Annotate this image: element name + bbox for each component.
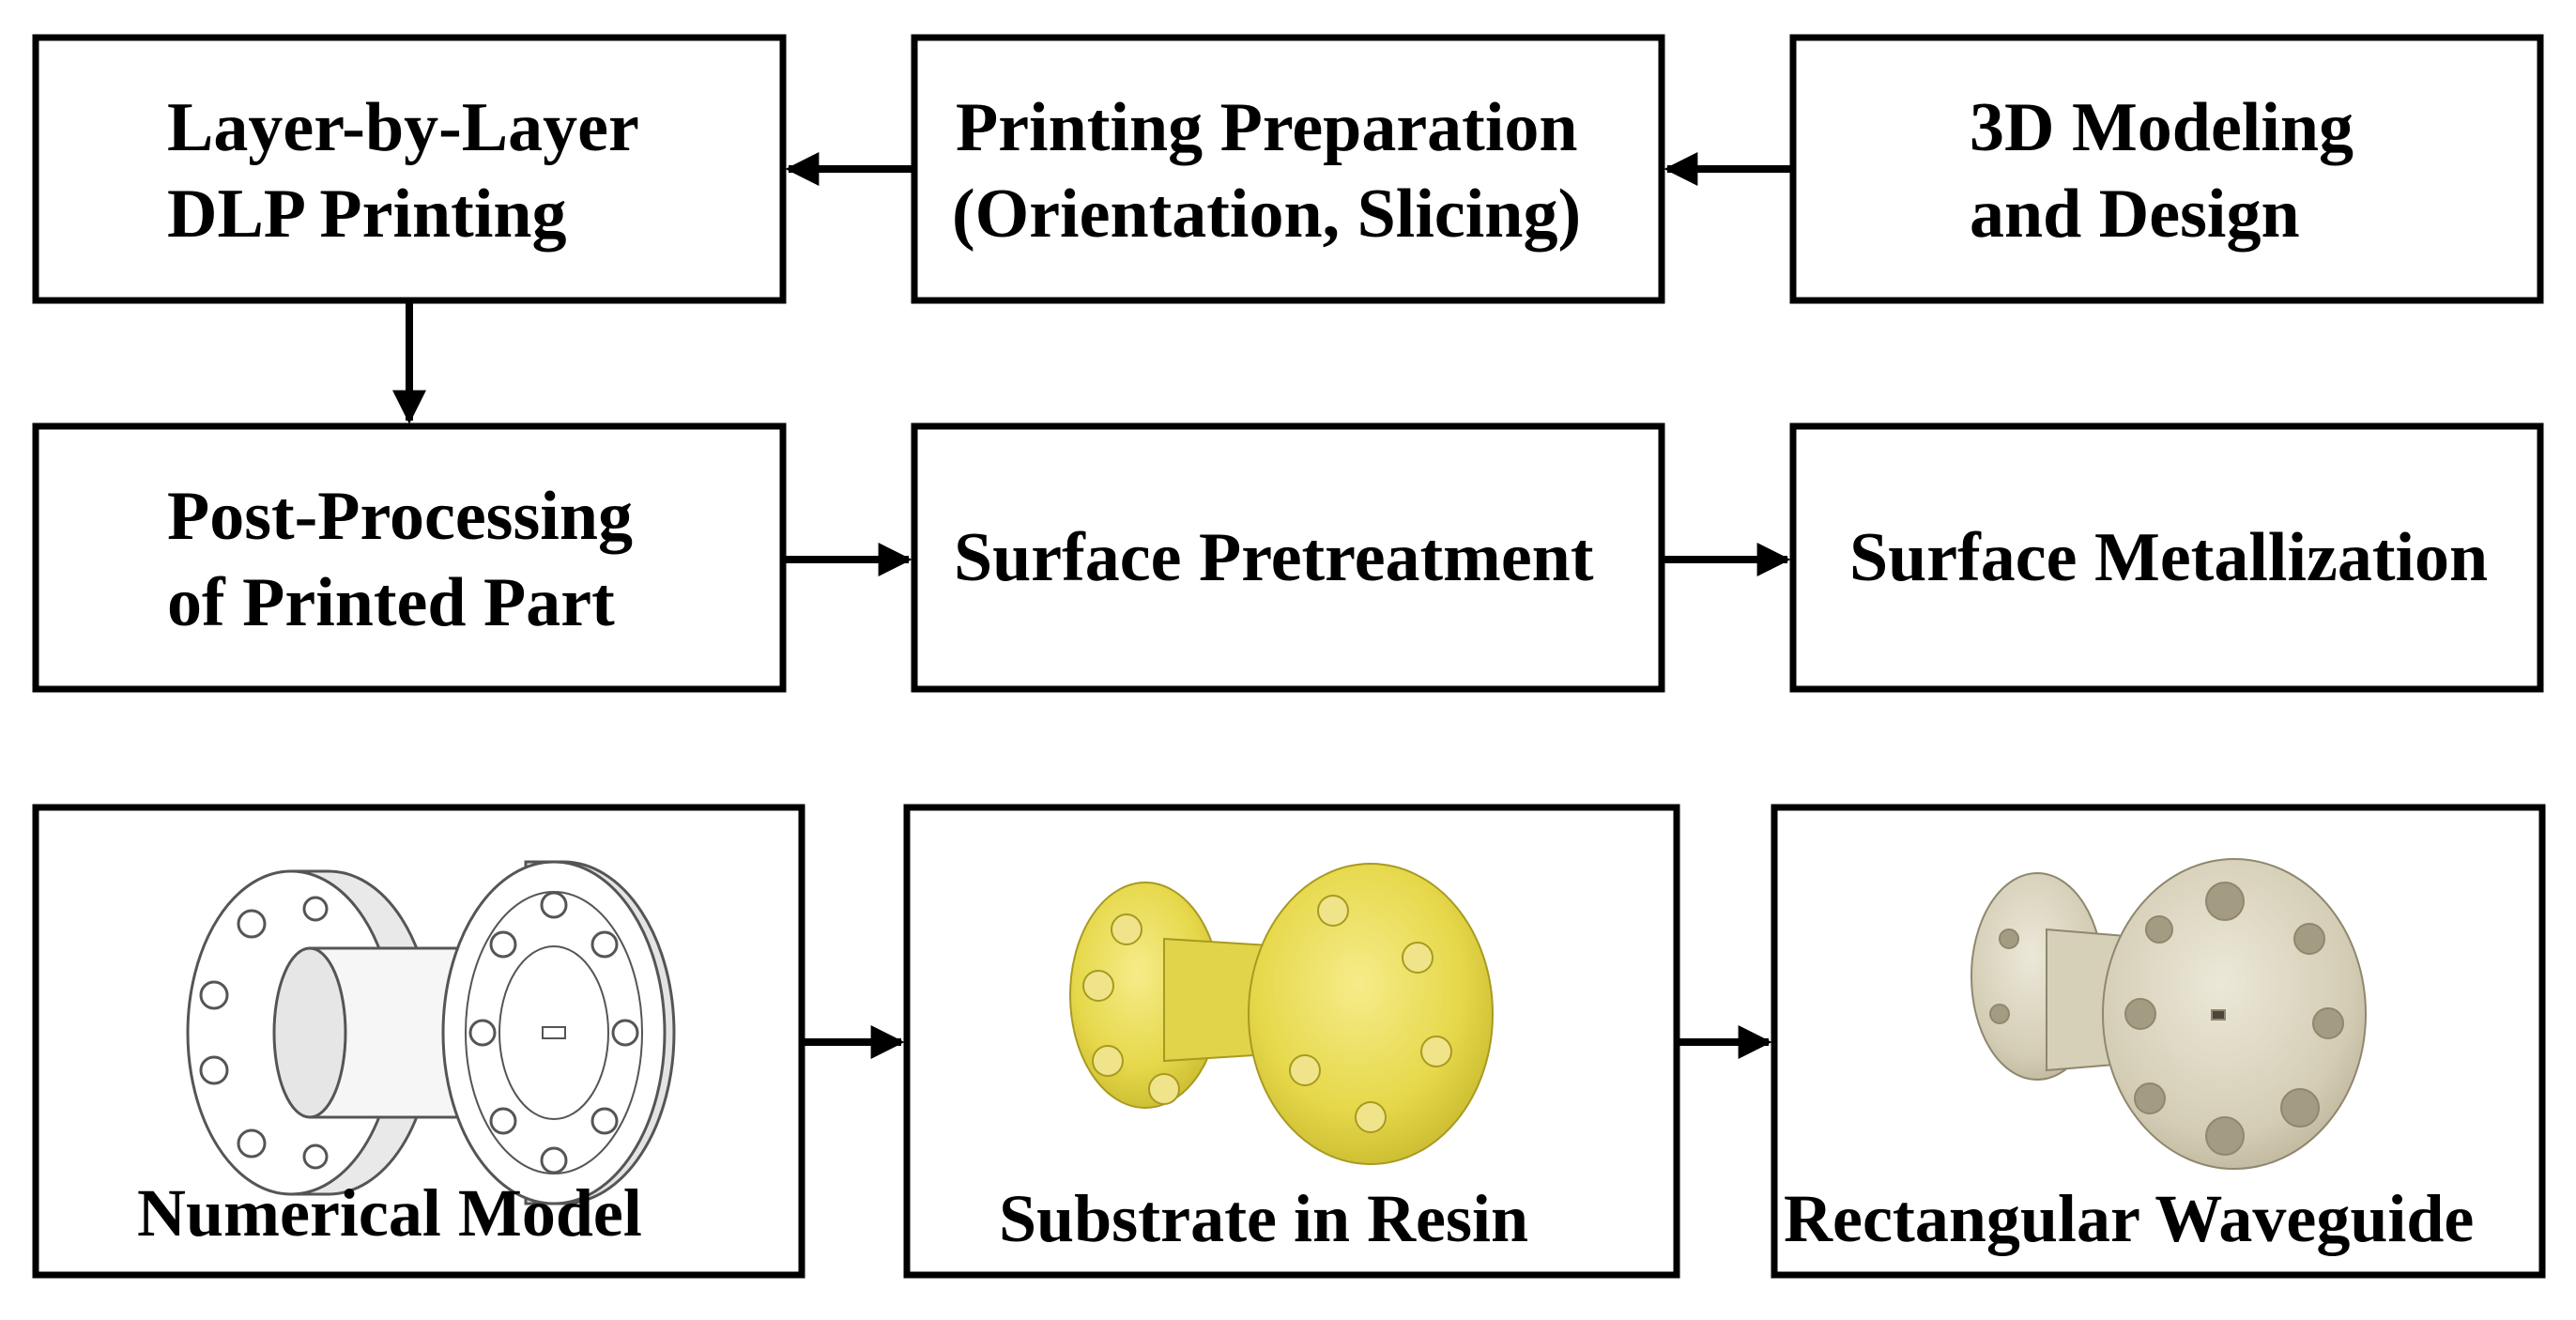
step-printing: Layer-by-Layer DLP Printing [32, 34, 787, 304]
step-preparation-line1: Printing Preparation [956, 89, 1578, 166]
step-post-processing-line1: Post-Processing [167, 478, 633, 555]
step-printing-line2: DLP Printing [167, 176, 567, 253]
step-metallization: Surface Metallization [1789, 422, 2544, 693]
step-metallization-line1: Surface Metallization [1849, 519, 2488, 596]
step-printing-line1: Layer-by-Layer [167, 89, 639, 166]
step-modeling-line2: and Design [1970, 176, 2300, 253]
panel-substrate-in-resin: Substrate in Resin [903, 804, 1680, 1279]
numerical-model-illustration [186, 860, 676, 1205]
caption-numerical-model: Numerical Model [137, 1175, 642, 1251]
step-post-processing: Post-Processing of Printed Part [32, 422, 787, 693]
step-post-processing-line2: of Printed Part [167, 564, 615, 641]
step-modeling-line1: 3D Modeling [1970, 89, 2354, 166]
waveguide-illustration [1970, 858, 2367, 1170]
caption-substrate-in-resin: Substrate in Resin [999, 1181, 1528, 1256]
panel-numerical-model: Numerical Model [32, 804, 805, 1279]
step-pretreatment-line1: Surface Pretreatment [954, 519, 1594, 596]
panel-rectangular-waveguide: Rectangular Waveguide [1771, 804, 2546, 1279]
resin-substrate-illustration [1069, 863, 1494, 1165]
step-modeling: 3D Modeling and Design [1789, 34, 2544, 304]
step-pretreatment: Surface Pretreatment [911, 422, 1665, 693]
step-preparation: Printing Preparation (Orientation, Slici… [911, 34, 1665, 304]
step-preparation-line2: (Orientation, Slicing) [952, 176, 1581, 253]
caption-rectangular-waveguide: Rectangular Waveguide [1784, 1181, 2474, 1256]
